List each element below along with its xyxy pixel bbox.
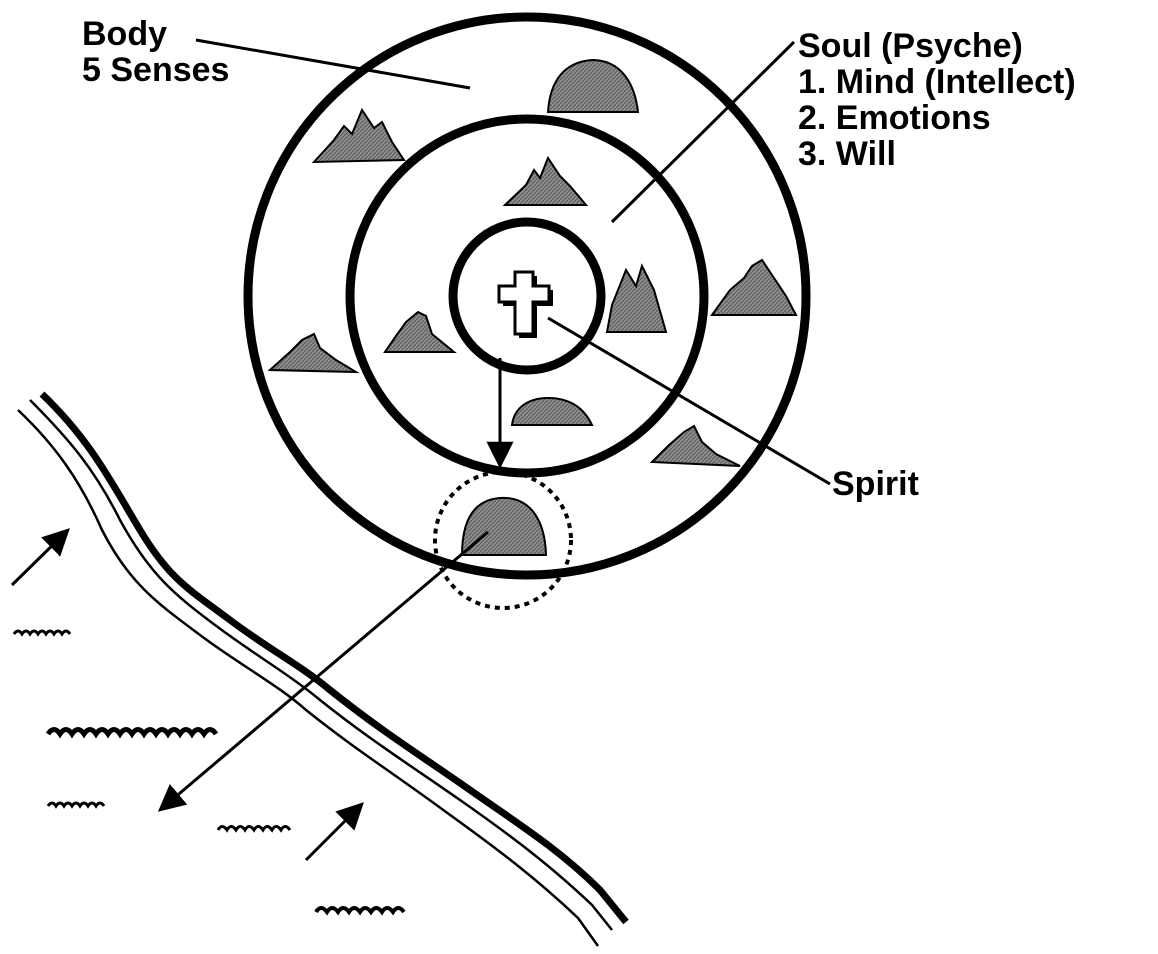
soul-label: Soul (Psyche) 1. Mind (Intellect) 2. Emo… — [798, 28, 1076, 172]
inflow-arrow-upper — [12, 530, 68, 585]
wave-icon — [14, 631, 404, 912]
soul-title: Soul (Psyche) — [798, 28, 1076, 64]
soul-item-emotions: 2. Emotions — [798, 100, 1076, 136]
body-subtitle: 5 Senses — [82, 52, 229, 88]
body-title: Body — [82, 16, 229, 52]
spirit-label: Spirit — [832, 466, 919, 502]
soul-leader-line — [612, 42, 794, 222]
cross-icon — [499, 272, 553, 338]
body-label: Body 5 Senses — [82, 16, 229, 88]
body-leader-line — [196, 40, 470, 88]
soul-item-mind: 1. Mind (Intellect) — [798, 64, 1076, 100]
soul-item-will: 3. Will — [798, 136, 1076, 172]
inflow-arrow-lower — [306, 804, 362, 860]
